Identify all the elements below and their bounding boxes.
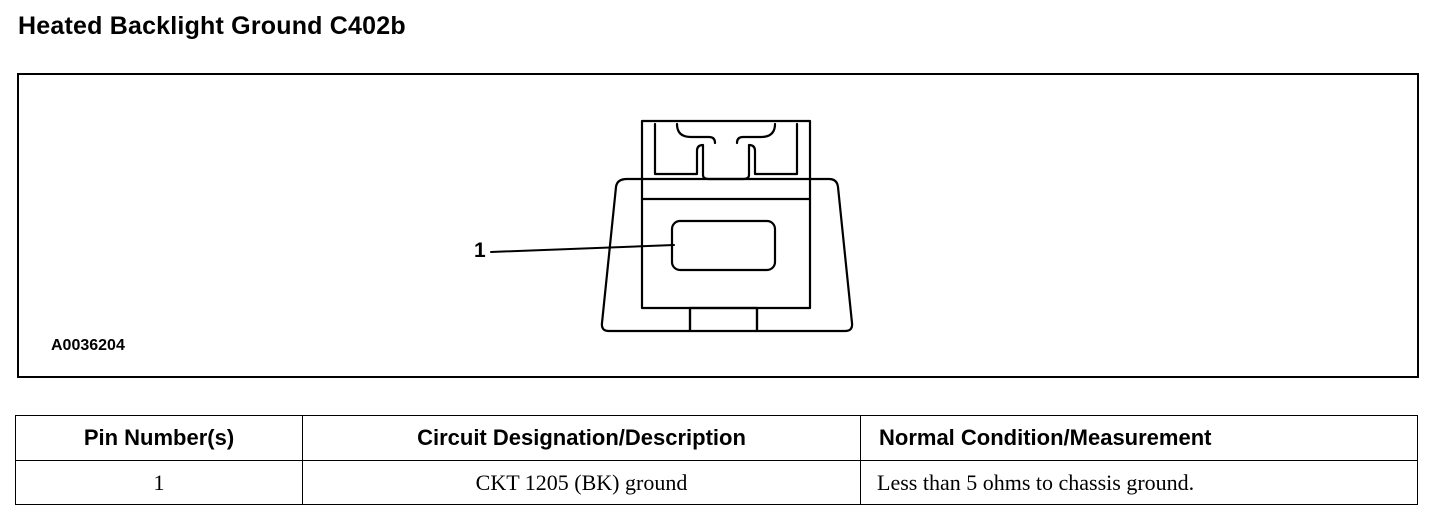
column-header-measurement: Normal Condition/Measurement [860,415,1418,461]
page-title: Heated Backlight Ground C402b [18,12,406,40]
pin-1-terminal [670,219,777,272]
cell-circuit: CKT 1205 (BK) ground [302,460,861,505]
pin-1-leader-line [490,244,675,253]
table-header-row: Pin Number(s) Circuit Designation/Descri… [15,415,1418,461]
pin-table: Pin Number(s) Circuit Designation/Descri… [15,415,1418,505]
connector-figure: 1 A0036204 [17,73,1419,378]
cell-measurement: Less than 5 ohms to chassis ground. [860,460,1418,505]
connector-bottom-tab [688,306,759,333]
connector-body [640,119,812,310]
figure-id-label: A0036204 [51,337,125,354]
connector-face-drawing [490,119,854,333]
column-header-circuit: Circuit Designation/Description [302,415,861,461]
pin-1-callout: 1 [474,239,486,262]
connector-top-cavity [653,122,799,181]
connector-top-notch-left [675,122,717,145]
connector-top-notch-right [735,122,777,145]
cell-pin: 1 [15,460,303,505]
table-row: 1 CKT 1205 (BK) ground Less than 5 ohms … [15,460,1418,505]
column-header-pin: Pin Number(s) [15,415,303,461]
